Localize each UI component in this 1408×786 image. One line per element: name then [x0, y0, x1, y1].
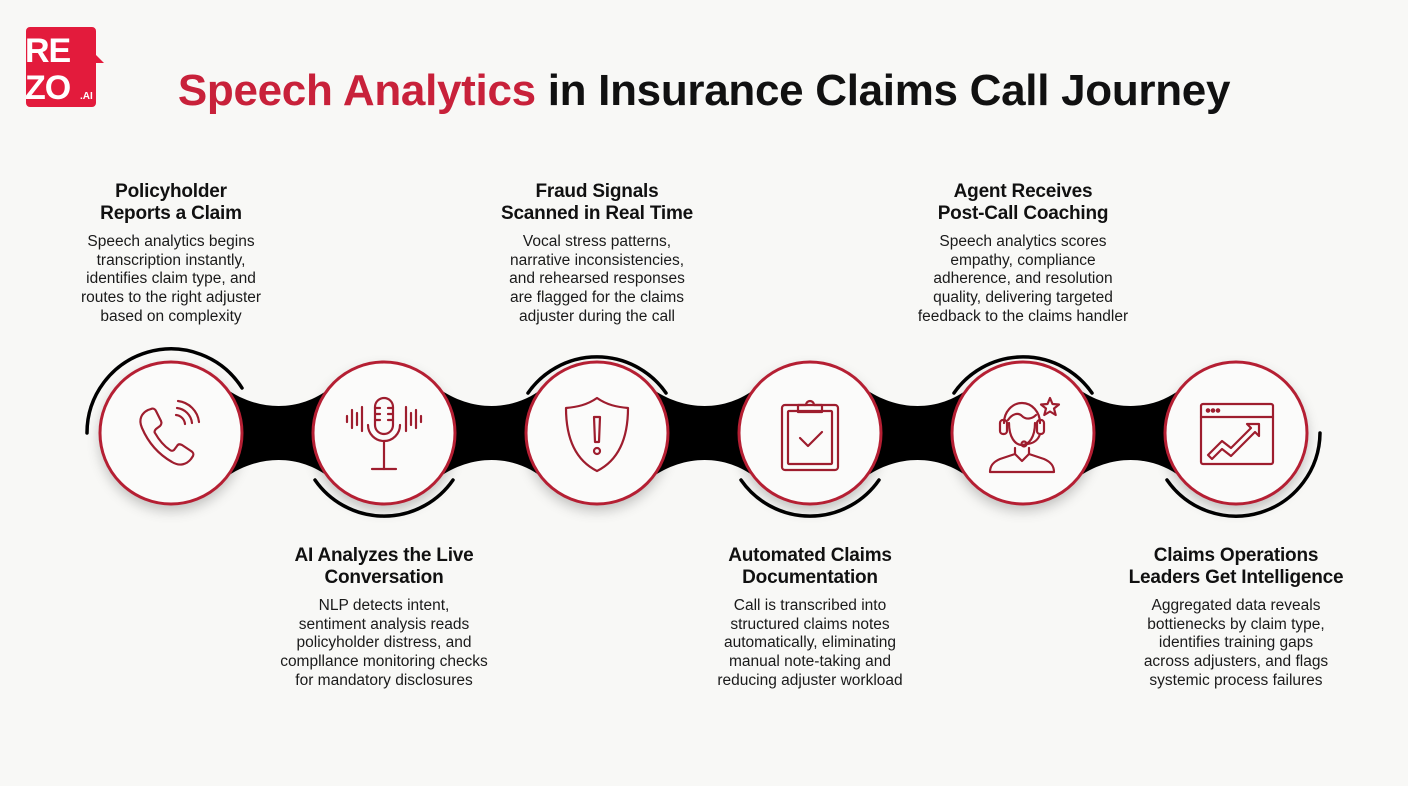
step-description-line: empathy, compliance	[950, 251, 1096, 269]
step-description-line: automatically, eliminating	[723, 634, 896, 652]
step-title-line: Leaders Get Intelligence	[1128, 567, 1344, 588]
step-description-line: routes to the right adjuster	[80, 289, 262, 307]
page-title: Speech Analytics in Insurance Claims Cal…	[85, 66, 1323, 116]
step-description: Speech analytics begins transcription in…	[41, 233, 301, 327]
step-description-line: narrative inconsistencies,	[509, 251, 685, 269]
step-description-line: Vocal stress patterns,	[522, 233, 672, 250]
step-node-2[interactable]	[311, 360, 457, 506]
step-title: Policyholder Reports a Claim	[41, 181, 301, 225]
step-title-line: Conversation	[324, 567, 444, 588]
step-description-line: policyholder distress, and	[296, 634, 472, 652]
step-title-line: Post-Call Coaching	[937, 203, 1109, 224]
step-title-line: AI Analyzes the Live	[294, 545, 474, 566]
step-description-line: based on complexity	[100, 307, 242, 325]
step-description: Speech analytics scores empathy, complia…	[893, 233, 1153, 327]
step-description: NLP detects intent, sentiment analysis r…	[254, 597, 514, 691]
step-5-text: Agent Receives Post-Call Coaching Speech…	[893, 181, 1153, 327]
step-node-1[interactable]	[98, 360, 244, 506]
step-description-line: structured claims notes	[730, 615, 890, 633]
step-description-line: and rehearsed responses	[509, 270, 685, 288]
step-description-line: Speech analytics scores	[939, 233, 1107, 250]
step-title-line: Reports a Claim	[100, 203, 242, 224]
shield-alert-icon	[564, 396, 630, 473]
step-description-line: across adjusters, and flags	[1143, 653, 1329, 671]
step-node-3[interactable]	[524, 360, 670, 506]
step-description-line: identifies training gaps	[1158, 634, 1314, 652]
step-description-line: adjuster during the call	[519, 307, 675, 325]
step-description-line: compllance monitoring checks	[280, 653, 488, 671]
step-description-line: are flagged for the claims	[509, 289, 685, 307]
logo-text-ai: .AI	[80, 91, 93, 102]
logo-text-zo: ZO	[26, 69, 71, 107]
step-title: Claims Operations Leaders Get Intelligen…	[1106, 545, 1366, 589]
logo-text-re: RE	[26, 32, 71, 70]
step-title-line: Scanned in Real Time	[500, 203, 694, 224]
step-node-5[interactable]	[950, 360, 1096, 506]
step-description-line: sentiment analysis reads	[298, 615, 470, 633]
step-title: Agent Receives Post-Call Coaching	[893, 181, 1153, 225]
step-description-line: Call is transcribed into	[733, 597, 887, 614]
step-description: Vocal stress patterns, narrative inconsi…	[467, 233, 727, 327]
step-title-line: Agent Receives	[953, 181, 1093, 202]
step-3-text: Fraud Signals Scanned in Real Time Vocal…	[467, 181, 727, 327]
step-description-line: reducing adjuster workload	[717, 671, 903, 689]
logo-mark-icon: RE ZO .AI	[26, 27, 104, 107]
step-description-line: quality, delivering targeted	[933, 289, 1113, 307]
orbit-arcs	[85, 347, 1322, 518]
step-description-line: Speech analytics begins	[87, 233, 255, 250]
step-description-line: transcription instantly,	[96, 251, 246, 269]
agent-headset-star-icon	[988, 396, 1061, 474]
step-title-line: Documentation	[742, 567, 878, 588]
step-6-text: Claims Operations Leaders Get Intelligen…	[1106, 545, 1366, 691]
step-description-line: manual note-taking and	[728, 653, 891, 671]
step-description-line: Aggregated data reveals	[1151, 597, 1321, 614]
phone-call-icon	[139, 399, 201, 466]
dashboard-trend-up-icon	[1199, 402, 1275, 466]
step-title-line: Fraud Signals	[535, 181, 659, 202]
step-title: Fraud Signals Scanned in Real Time	[467, 181, 727, 225]
title-accent: Speech Analytics	[177, 66, 536, 115]
clipboard-check-icon	[780, 399, 840, 472]
step-title: AI Analyzes the Live Conversation	[254, 545, 514, 589]
step-description: Call is transcribed into structured clai…	[680, 597, 940, 691]
step-title-line: Automated Claims	[728, 545, 892, 566]
step-description-line: systemic process failures	[1149, 671, 1323, 689]
step-description-line: identifies claim type, and	[86, 270, 256, 288]
step-4-text: Automated Claims Documentation Call is t…	[680, 545, 940, 691]
step-title-line: Claims Operations	[1153, 545, 1319, 566]
step-2-text: AI Analyzes the Live Conversation NLP de…	[254, 545, 514, 691]
step-description-line: adherence, and resolution	[933, 270, 1113, 288]
microphone-waveform-icon	[345, 396, 423, 471]
step-title-line: Policyholder	[115, 181, 227, 202]
step-description-line: NLP detects intent,	[318, 597, 450, 614]
step-description-line: bottienecks by claim type,	[1147, 615, 1325, 633]
step-node-6[interactable]	[1163, 360, 1309, 506]
step-title: Automated Claims Documentation	[680, 545, 940, 589]
rezo-ai-logo: RE ZO .AI	[26, 27, 106, 107]
title-rest: in Insurance Claims Call Journey	[535, 66, 1231, 115]
step-description-line: for mandatory disclosures	[295, 671, 473, 689]
step-node-4[interactable]	[737, 360, 883, 506]
step-description-line: feedback to the claims handler	[917, 307, 1129, 325]
step-1-text: Policyholder Reports a Claim Speech anal…	[41, 181, 301, 327]
step-description: Aggregated data reveals bottienecks by c…	[1106, 597, 1366, 691]
